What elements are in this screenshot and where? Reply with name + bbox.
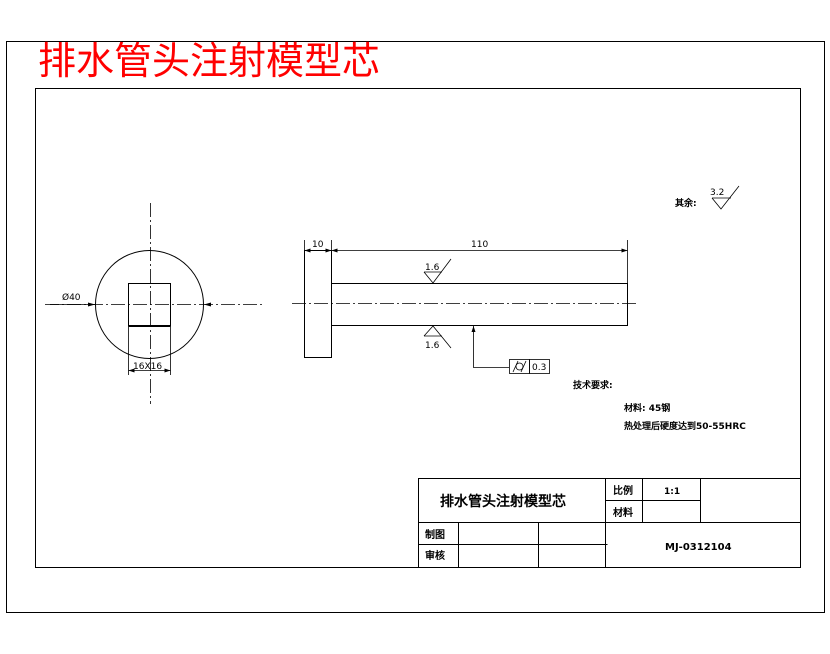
title-block-scale-label: 比例 — [613, 484, 633, 497]
general-roughness-label: 其余: — [675, 197, 697, 209]
tolerance-frame — [509, 359, 530, 374]
tolerance-value: 0.3 — [532, 363, 546, 373]
head-flange — [304, 250, 332, 358]
dim-10-arrow-right — [325, 248, 332, 253]
roughness-symbol-top: 1.6 — [423, 258, 452, 284]
title-block-part-name: 排水管头注射模型芯 — [440, 493, 566, 510]
cylindricity-icon — [512, 360, 527, 373]
dim-label-10: 10 — [312, 240, 324, 250]
end-view: Ø40 16X16 — [45, 203, 262, 404]
tech-requirements-material: 材料: 45钢 — [623, 402, 670, 414]
title-block: 排水管头注射模型芯 比例 1:1 材料 制图 审核 MJ-0312104 — [418, 478, 801, 568]
title-block-drawing-number: MJ-0312104 — [665, 542, 732, 553]
tech-requirements-heading: 技术要求: — [573, 379, 613, 391]
side-view: 10 110 1.6 1.6 0.3 — [292, 240, 638, 374]
square-label: 16X16 — [133, 362, 162, 372]
dim-label-110: 110 — [471, 240, 488, 250]
general-roughness-value: 3.2 — [710, 188, 724, 198]
outer-frame — [6, 41, 825, 613]
square-arrow-left — [128, 368, 135, 373]
roughness-label-top: 1.6 — [425, 263, 440, 273]
tolerance-leader — [473, 326, 509, 368]
title-block-drawn-label: 制图 — [425, 528, 445, 541]
page-title: 排水管头注射模型芯 — [38, 39, 380, 83]
tech-requirements-hardness: 热处理后硬度达到50-55HRC — [624, 420, 746, 432]
shaft — [331, 283, 628, 326]
diameter-arrow-right — [204, 302, 211, 307]
roughness-label-bottom: 1.6 — [425, 341, 440, 351]
square-arrow-right — [164, 368, 171, 373]
tolerance-leader-arrow — [471, 326, 476, 332]
roughness-symbol-bottom: 1.6 — [423, 325, 452, 351]
title-block-scale-value: 1:1 — [664, 487, 680, 497]
diameter-label: Ø40 — [62, 292, 81, 303]
tolerance-frame-value-cell — [529, 359, 550, 374]
general-roughness-note: 其余: 3.2 — [675, 185, 740, 210]
title-block-material-label: 材料 — [613, 506, 633, 519]
dim-10-arrow-left — [304, 248, 311, 253]
dim-110-arrow-right — [621, 248, 628, 253]
title-block-checked-label: 审核 — [425, 549, 445, 562]
dim-110-arrow-left — [331, 248, 338, 253]
diameter-arrow — [88, 302, 95, 307]
